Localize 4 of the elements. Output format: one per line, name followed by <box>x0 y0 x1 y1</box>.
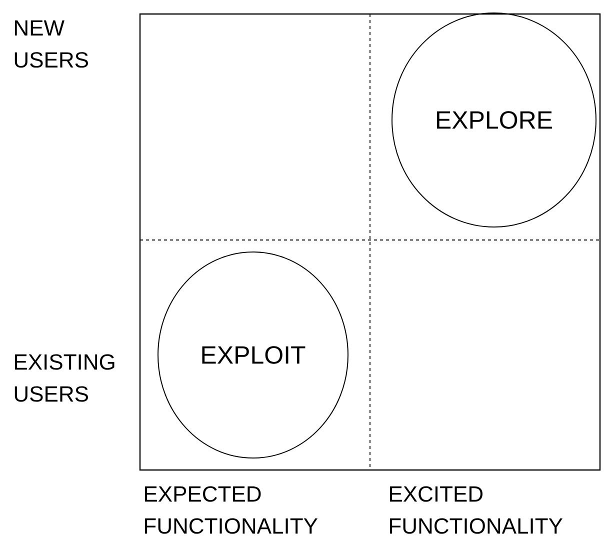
axis-label: EXPECTED FUNCTIONALITY <box>145 486 318 534</box>
axis-label: NEW USERS <box>14 20 88 68</box>
axis-label: EXISTING USERS <box>14 354 114 402</box>
axis-label: EXCITED FUNCTIONALITY <box>390 486 562 534</box>
